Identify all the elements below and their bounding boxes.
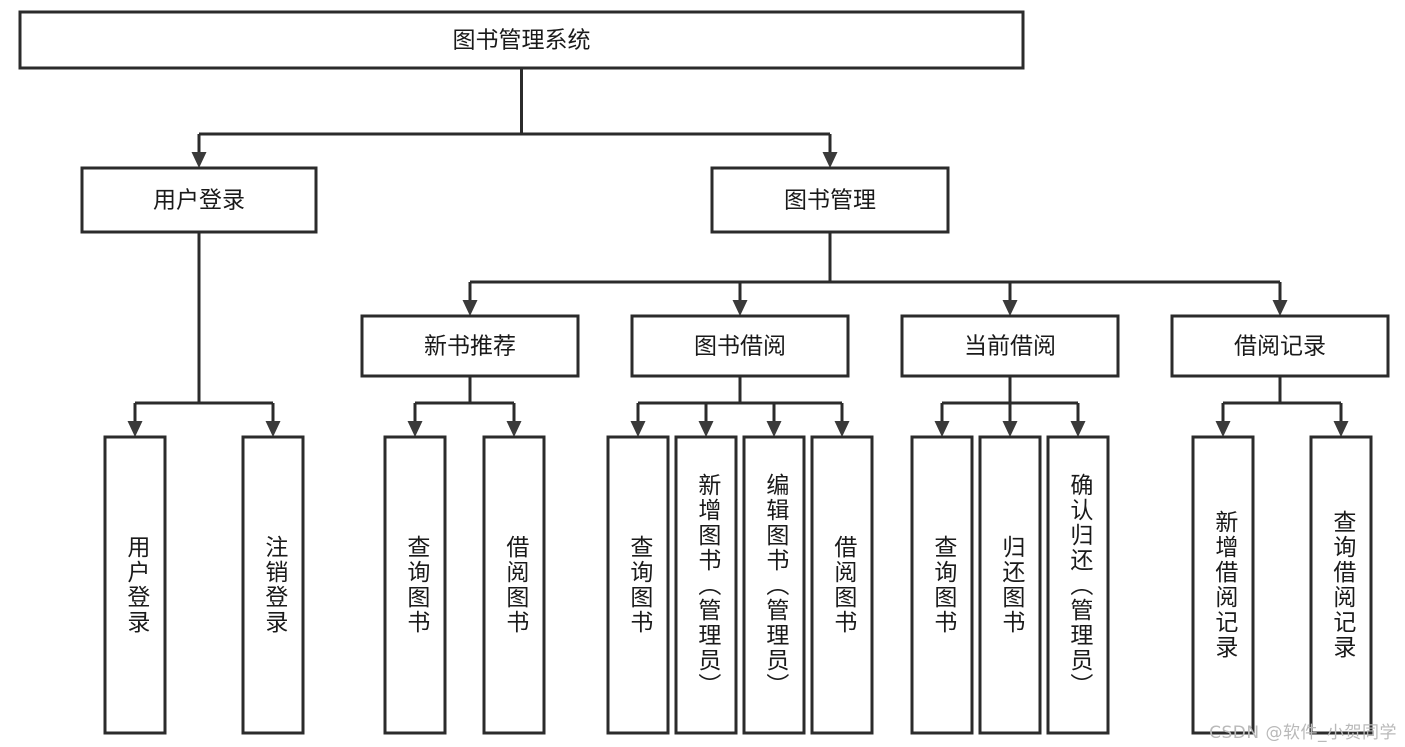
node-box-leaf-query-record[interactable]	[1309, 435, 1373, 735]
arrow-head	[1002, 300, 1018, 316]
node-box-leaf-logout[interactable]	[241, 435, 305, 735]
node-label-book-borrow: 图书借阅	[694, 334, 786, 360]
node-label-borrow-record: 借阅记录	[1234, 334, 1326, 360]
node-box-current-borrow[interactable]	[900, 314, 1120, 378]
arrow-head	[698, 421, 714, 437]
arrow-head	[732, 300, 748, 316]
arrow-head	[934, 421, 950, 437]
arrow-head	[1215, 421, 1231, 437]
node-box-leaf-borrow-book-2[interactable]	[810, 435, 874, 735]
arrow-head	[506, 421, 522, 437]
node-label-current-borrow: 当前借阅	[964, 334, 1056, 360]
node-box-new-book-rec[interactable]	[360, 314, 580, 378]
node-box-leaf-return-book[interactable]	[978, 435, 1042, 735]
node-box-leaf-user-login[interactable]	[103, 435, 167, 735]
boxes-layer	[18, 10, 1390, 735]
node-box-leaf-confirm-return[interactable]	[1046, 435, 1110, 735]
node-label-book-manage: 图书管理	[784, 188, 876, 214]
node-box-leaf-edit-book[interactable]	[742, 435, 806, 735]
node-box-borrow-record[interactable]	[1170, 314, 1390, 378]
watermark-text: CSDN @软件_小贺同学	[1209, 723, 1397, 743]
node-box-leaf-query-book-1[interactable]	[383, 435, 447, 735]
node-label-new-book-rec: 新书推荐	[424, 334, 516, 360]
node-box-book-manage[interactable]	[710, 166, 950, 234]
node-box-user-login[interactable]	[80, 166, 318, 234]
arrow-head	[1070, 421, 1086, 437]
arrow-head	[127, 421, 143, 437]
node-box-root[interactable]	[18, 10, 1025, 70]
arrow-head	[265, 421, 281, 437]
arrow-head	[834, 421, 850, 437]
node-box-book-borrow[interactable]	[630, 314, 850, 378]
arrow-head	[1272, 300, 1288, 316]
edges-layer	[127, 68, 1349, 437]
node-box-leaf-add-record[interactable]	[1191, 435, 1255, 735]
node-box-leaf-query-book-3[interactable]	[910, 435, 974, 735]
arrow-head	[1333, 421, 1349, 437]
arrow-head	[630, 421, 646, 437]
node-box-leaf-query-book-2[interactable]	[606, 435, 670, 735]
arrow-head	[766, 421, 782, 437]
arrow-head	[191, 152, 207, 168]
node-label-user-login: 用户登录	[153, 188, 245, 214]
arrow-head	[407, 421, 423, 437]
arrow-head	[1002, 421, 1018, 437]
node-box-leaf-add-book[interactable]	[674, 435, 738, 735]
node-box-leaf-borrow-book-1[interactable]	[482, 435, 546, 735]
arrow-head	[462, 300, 478, 316]
arrow-head	[822, 152, 838, 168]
node-label-root: 图书管理系统	[453, 28, 591, 54]
